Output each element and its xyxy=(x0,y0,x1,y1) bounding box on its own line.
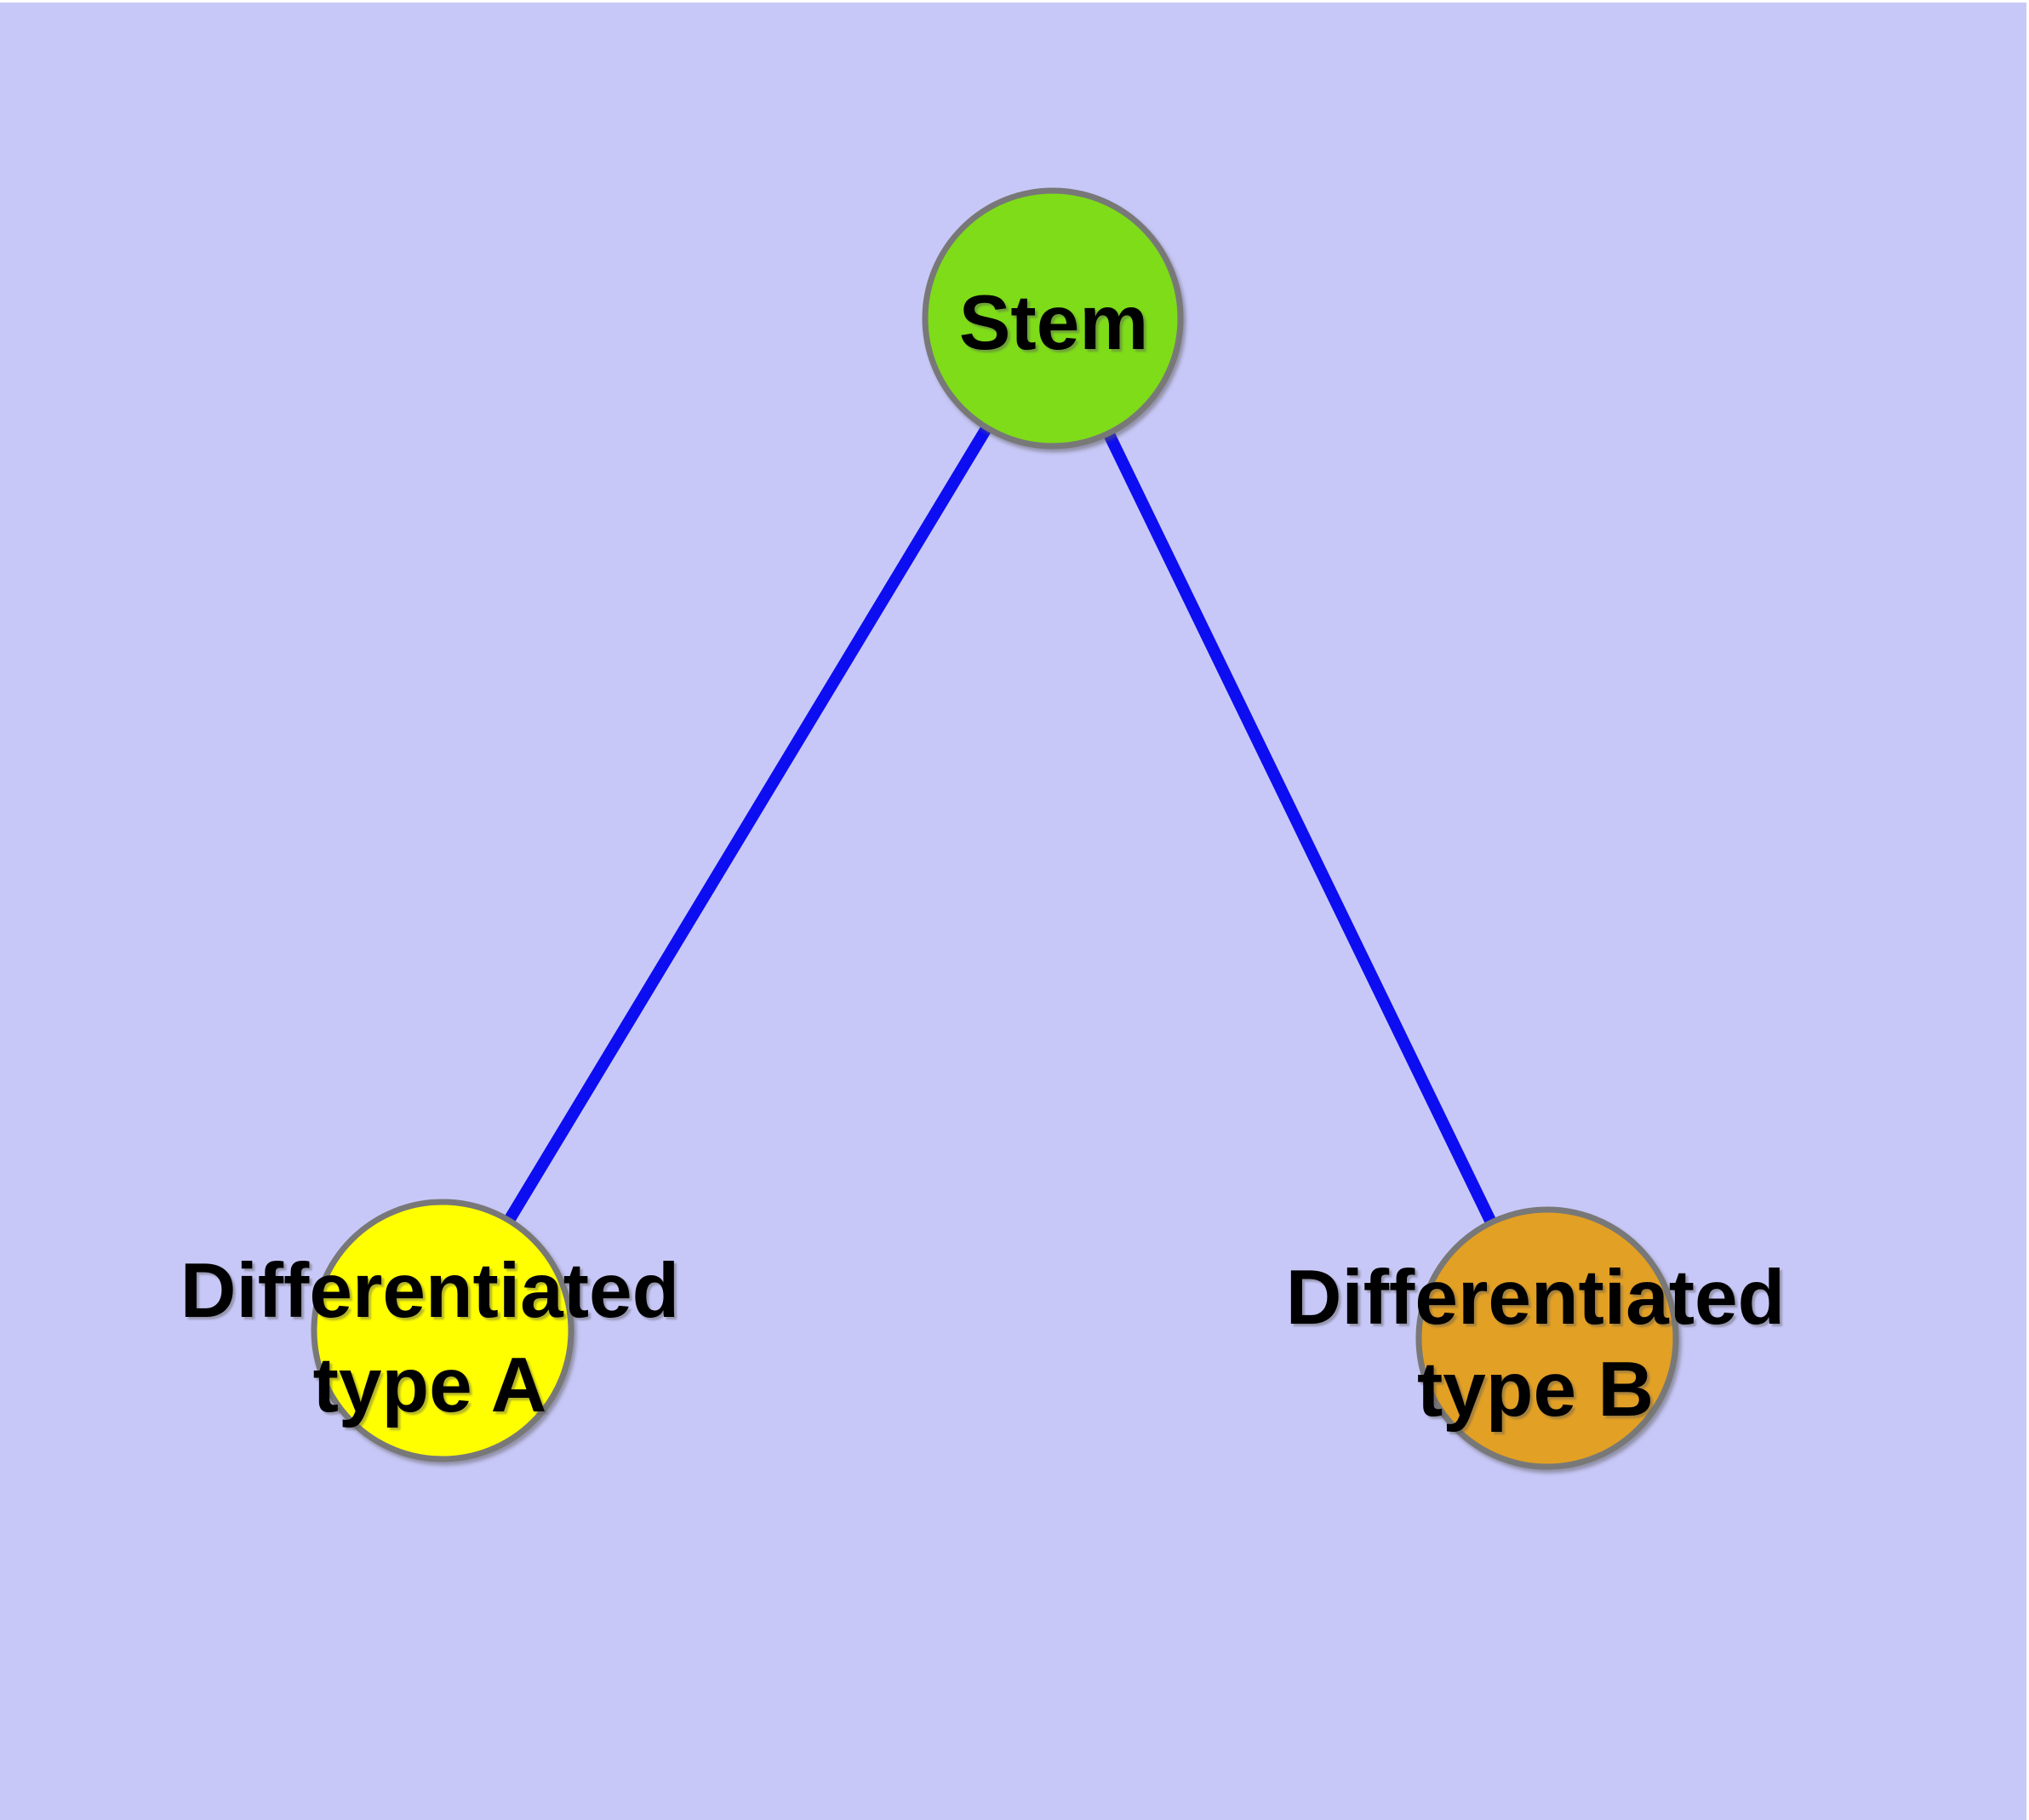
node-type-a-label-line1: Differentiated xyxy=(180,1248,680,1334)
edge-stem-to-type-b xyxy=(1047,312,1553,1344)
node-type-b-label-line2: type B xyxy=(1417,1347,1654,1433)
node-type-b-circle xyxy=(1415,1206,1679,1470)
node-stem-circle xyxy=(922,187,1184,449)
node-stem-label: Stem xyxy=(959,280,1149,366)
frame-right-strip xyxy=(2026,0,2029,1820)
frame-top-strip xyxy=(0,0,2029,3)
node-type-a-circle xyxy=(311,1199,574,1462)
node-type-b-label-line1: Differentiated xyxy=(1286,1255,1786,1341)
node-type-a-label-line2: type A xyxy=(313,1342,547,1428)
edge-stem-to-type-a xyxy=(437,312,1059,1336)
